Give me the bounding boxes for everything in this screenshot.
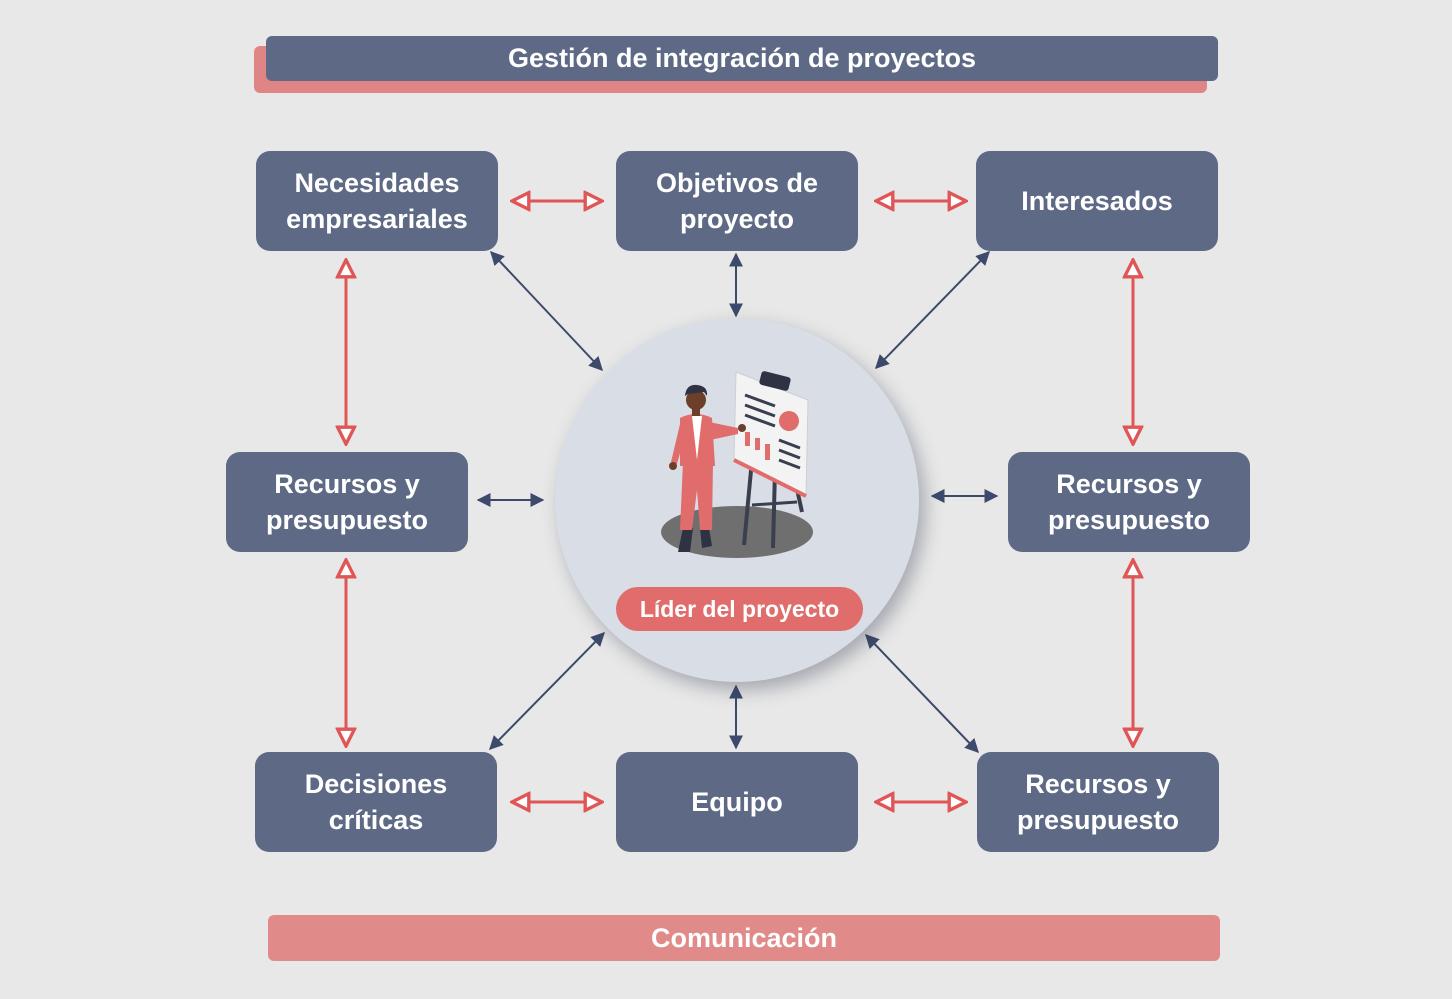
- node-critical-decisions: Decisiones críticas: [255, 752, 497, 852]
- node-business-needs: Necesidades empresariales: [256, 151, 498, 251]
- easel-icon: [733, 371, 809, 549]
- node-project-objectives-label: Objetivos de proyecto: [655, 168, 819, 234]
- node-resources-bottom-label: Recursos y presupuesto: [1016, 769, 1180, 835]
- arrow-center-needs: [490, 250, 603, 372]
- node-critical-decisions-label: Decisiones críticas: [304, 769, 448, 835]
- node-resources-right: Recursos y presupuesto: [1008, 452, 1250, 552]
- node-stakeholders: Interesados: [976, 151, 1218, 251]
- arrow-center-decisions: [489, 632, 605, 750]
- project-leader-badge: Líder del proyecto: [616, 587, 863, 631]
- node-team: Equipo: [616, 752, 858, 852]
- arrow-center-stakeholders: [875, 250, 990, 370]
- presenter-icon: [669, 384, 746, 552]
- communication-label: Comunicación: [650, 922, 838, 953]
- node-resources-left: Recursos y presupuesto: [226, 452, 468, 552]
- node-project-objectives: Objetivos de proyecto: [616, 151, 858, 251]
- node-team-label: Equipo: [691, 787, 783, 817]
- node-stakeholders-label: Interesados: [1021, 186, 1173, 216]
- node-business-needs-label: Necesidades empresariales: [286, 168, 468, 234]
- page-title-text: Gestión de integración de proyectos: [507, 43, 977, 73]
- project-leader-label: Líder del proyecto: [639, 595, 840, 622]
- node-resources-right-label: Recursos y presupuesto: [1047, 469, 1211, 535]
- page-title: Gestión de integración de proyectos: [266, 36, 1218, 81]
- arrow-center-resources-bottom: [865, 633, 979, 754]
- node-resources-left-label: Recursos y presupuesto: [265, 469, 429, 535]
- node-resources-bottom: Recursos y presupuesto: [977, 752, 1219, 852]
- communication-bar: Comunicación: [268, 915, 1220, 961]
